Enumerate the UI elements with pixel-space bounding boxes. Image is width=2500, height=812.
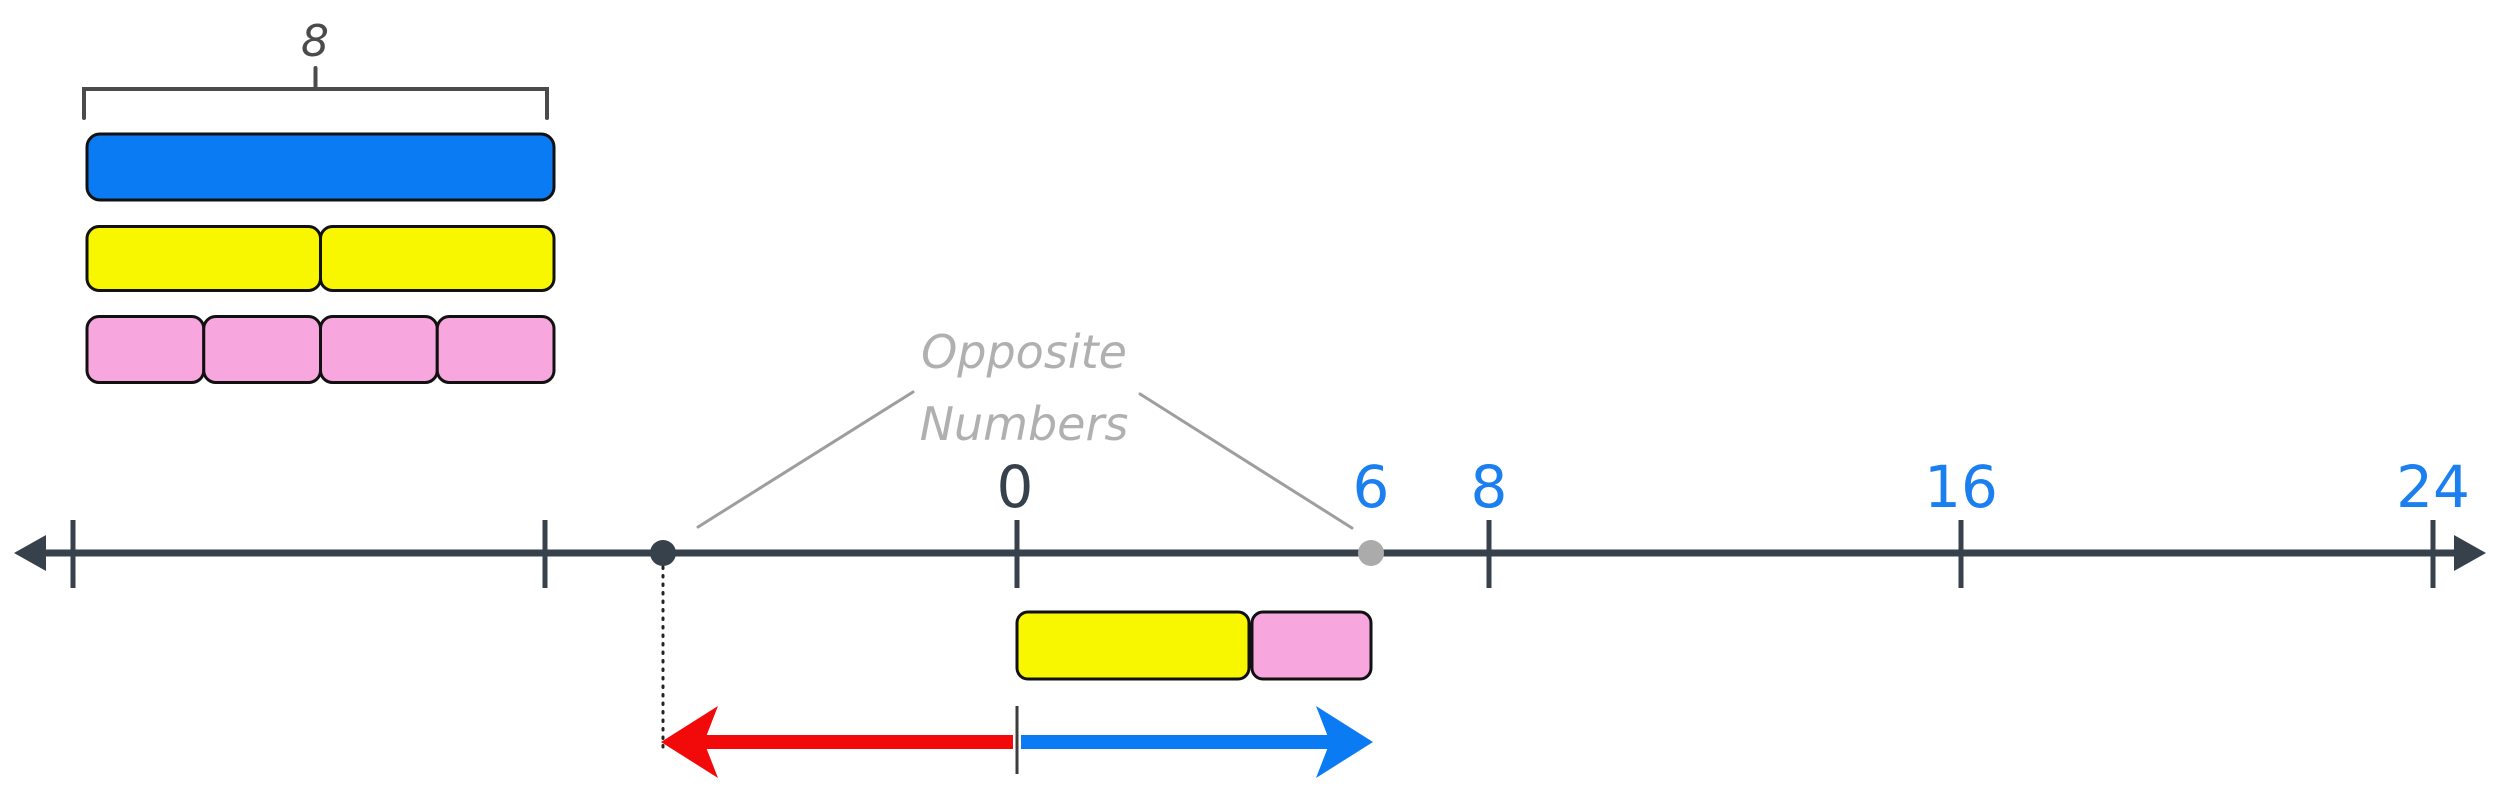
tape-diagram: 8 bbox=[82, 16, 556, 384]
number-label-6: 6 bbox=[1353, 453, 1390, 521]
blue-arrowhead-icon bbox=[1316, 706, 1373, 778]
tape-row-whole bbox=[85, 132, 556, 202]
right-arrowhead-icon bbox=[2454, 535, 2486, 571]
pointer-line-left bbox=[696, 390, 915, 529]
left-arrowhead-icon bbox=[14, 535, 46, 571]
total-label: 8 bbox=[301, 16, 329, 67]
number-label-8: 8 bbox=[1471, 453, 1508, 521]
distance-bar-model bbox=[1015, 610, 1373, 681]
pink-bar-segment bbox=[85, 315, 206, 384]
number-label-0: 0 bbox=[997, 453, 1034, 521]
red-arrow-left bbox=[661, 706, 1013, 778]
annotation-pointer-lines bbox=[696, 390, 1354, 530]
annotation-line1: Opposite bbox=[921, 325, 1127, 379]
yellow-bar-segment bbox=[85, 225, 322, 292]
opposite-arrows bbox=[661, 706, 1373, 778]
tape-row-quarters bbox=[85, 315, 556, 384]
opposite-numbers-annotation: Opposite Numbers bbox=[696, 325, 1354, 530]
blue-arrow-shaft bbox=[1021, 735, 1331, 749]
pink-bar-segment bbox=[435, 315, 556, 384]
number-label-16: 16 bbox=[1924, 453, 1998, 521]
blue-bar-segment bbox=[85, 132, 556, 202]
yellow-bar-segment bbox=[319, 225, 556, 292]
pink-bar-segment bbox=[202, 315, 322, 384]
annotation-line2: Numbers bbox=[920, 397, 1129, 451]
distance-bar-yellow bbox=[1015, 610, 1251, 681]
point-negative-6 bbox=[650, 540, 676, 566]
distance-bar-pink bbox=[1250, 610, 1373, 681]
pointer-line-right bbox=[1138, 392, 1354, 530]
red-arrow-shaft bbox=[703, 735, 1013, 749]
bracket-shape bbox=[82, 87, 549, 120]
blue-arrow-right bbox=[1021, 706, 1373, 778]
number-label-24: 24 bbox=[2396, 453, 2470, 521]
tape-row-halves bbox=[85, 225, 556, 292]
point-positive-6 bbox=[1358, 540, 1384, 566]
pink-bar-segment bbox=[319, 315, 439, 384]
total-bracket bbox=[82, 66, 549, 120]
number-line: 0 6 8 16 24 bbox=[14, 453, 2486, 588]
number-line-axis bbox=[14, 520, 2486, 588]
red-arrowhead-icon bbox=[661, 706, 718, 778]
